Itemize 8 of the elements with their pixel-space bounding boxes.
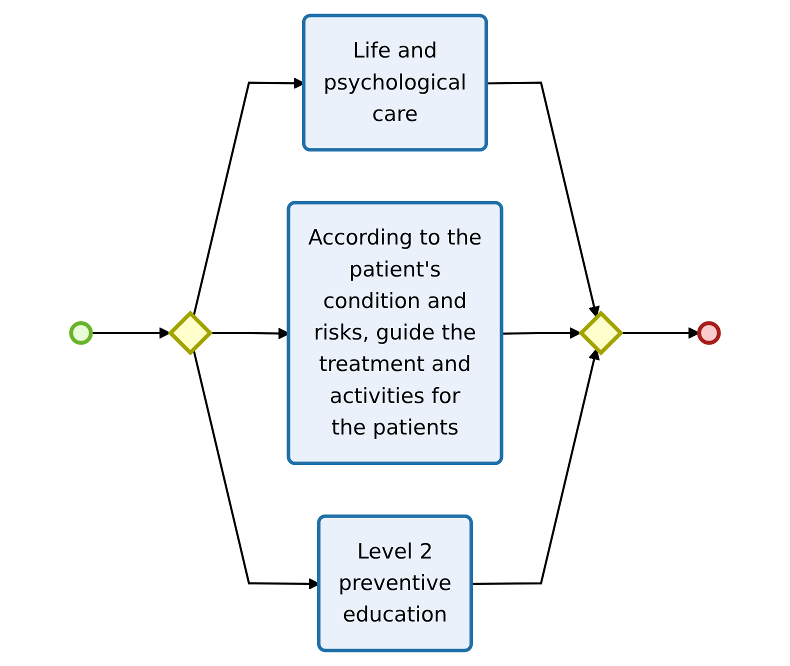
arrow: [472, 348, 600, 585]
node-diamond: [168, 310, 213, 356]
arrow: [502, 327, 582, 339]
node-circle: [697, 321, 721, 345]
node-circle: [69, 321, 93, 345]
node-diamond: [578, 310, 624, 356]
arrow: [90, 327, 170, 339]
arrow: [486, 82, 600, 318]
